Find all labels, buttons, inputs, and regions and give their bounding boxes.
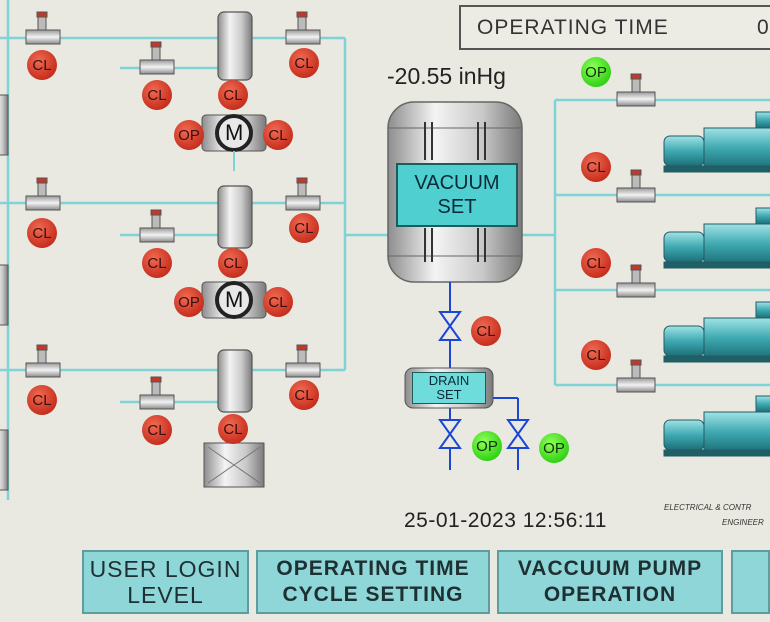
pipe-network (0, 0, 770, 500)
company-name-line1: ELECTRICAL & CONTR (664, 503, 752, 512)
operating-time-box (459, 5, 770, 50)
status-open-indicator[interactable]: OP (174, 120, 204, 150)
status-closed-indicator[interactable]: CL (471, 316, 501, 346)
status-closed-indicator[interactable]: CL (27, 218, 57, 248)
status-closed-indicator[interactable]: CL (581, 152, 611, 182)
separator-cylinders (217, 11, 253, 413)
vacuum-set-label[interactable]: VACUUM SET (396, 163, 518, 227)
status-closed-indicator[interactable]: CL (581, 340, 611, 370)
status-closed-indicator[interactable]: CL (27, 385, 57, 415)
status-closed-indicator[interactable]: CL (263, 287, 293, 317)
status-closed-indicator[interactable]: CL (142, 415, 172, 445)
button-label-line1: OPERATING TIME (276, 557, 470, 580)
drain-valves (438, 311, 530, 449)
status-open-indicator[interactable]: OP (539, 433, 569, 463)
button-label-line1: VACCUUM PUMP (517, 557, 703, 580)
drain-set-line2: SET (436, 387, 462, 402)
vaccuum-pump-operation-button[interactable]: VACCUUM PUMP OPERATION (497, 550, 723, 614)
vacuum-pressure-reading: -20.55 inHg (387, 63, 506, 89)
status-open-indicator[interactable]: OP (581, 57, 611, 87)
company-name-line2: ENGINEER (722, 518, 764, 527)
status-closed-indicator[interactable]: CL (218, 80, 248, 110)
next-button-partial[interactable] (731, 550, 770, 614)
status-closed-indicator[interactable]: CL (218, 414, 248, 444)
user-login-level-button[interactable]: USER LOGIN LEVEL (82, 550, 249, 614)
button-label-line2: LEVEL (127, 582, 204, 608)
button-label-line1: USER LOGIN (89, 556, 242, 582)
status-closed-indicator[interactable]: CL (289, 213, 319, 243)
status-closed-indicator[interactable]: CL (27, 50, 57, 80)
status-open-indicator[interactable]: OP (174, 287, 204, 317)
status-closed-indicator[interactable]: CL (263, 120, 293, 150)
status-closed-indicator[interactable]: CL (289, 380, 319, 410)
status-closed-indicator[interactable]: CL (289, 48, 319, 78)
left-edge-equipment (0, 94, 9, 491)
status-closed-indicator[interactable]: CL (142, 248, 172, 278)
status-closed-indicator[interactable]: CL (218, 248, 248, 278)
gauge-stubs (25, 11, 656, 410)
vacuum-pumps (663, 111, 770, 457)
drain-set-label[interactable]: DRAIN SET (412, 372, 486, 404)
motor-symbol[interactable]: M (225, 287, 244, 312)
vacuum-set-line1: VACUUM (414, 172, 500, 194)
button-label-line2: CYCLE SETTING (282, 583, 464, 606)
status-open-indicator[interactable]: OP (472, 431, 502, 461)
operating-time-cycle-setting-button[interactable]: OPERATING TIME CYCLE SETTING (256, 550, 490, 614)
status-closed-indicator[interactable]: CL (581, 248, 611, 278)
operating-time-label: OPERATING TIME (477, 16, 669, 39)
drain-set-line1: DRAIN (428, 373, 470, 388)
status-closed-indicator[interactable]: CL (142, 80, 172, 110)
motor-symbol[interactable]: M (225, 120, 244, 145)
datetime-display: 25-01-2023 12:56:11 (404, 509, 607, 532)
button-label-line2: OPERATION (543, 583, 677, 606)
operating-time-value: 0 (757, 16, 769, 39)
vacuum-set-line2: SET (437, 196, 477, 218)
